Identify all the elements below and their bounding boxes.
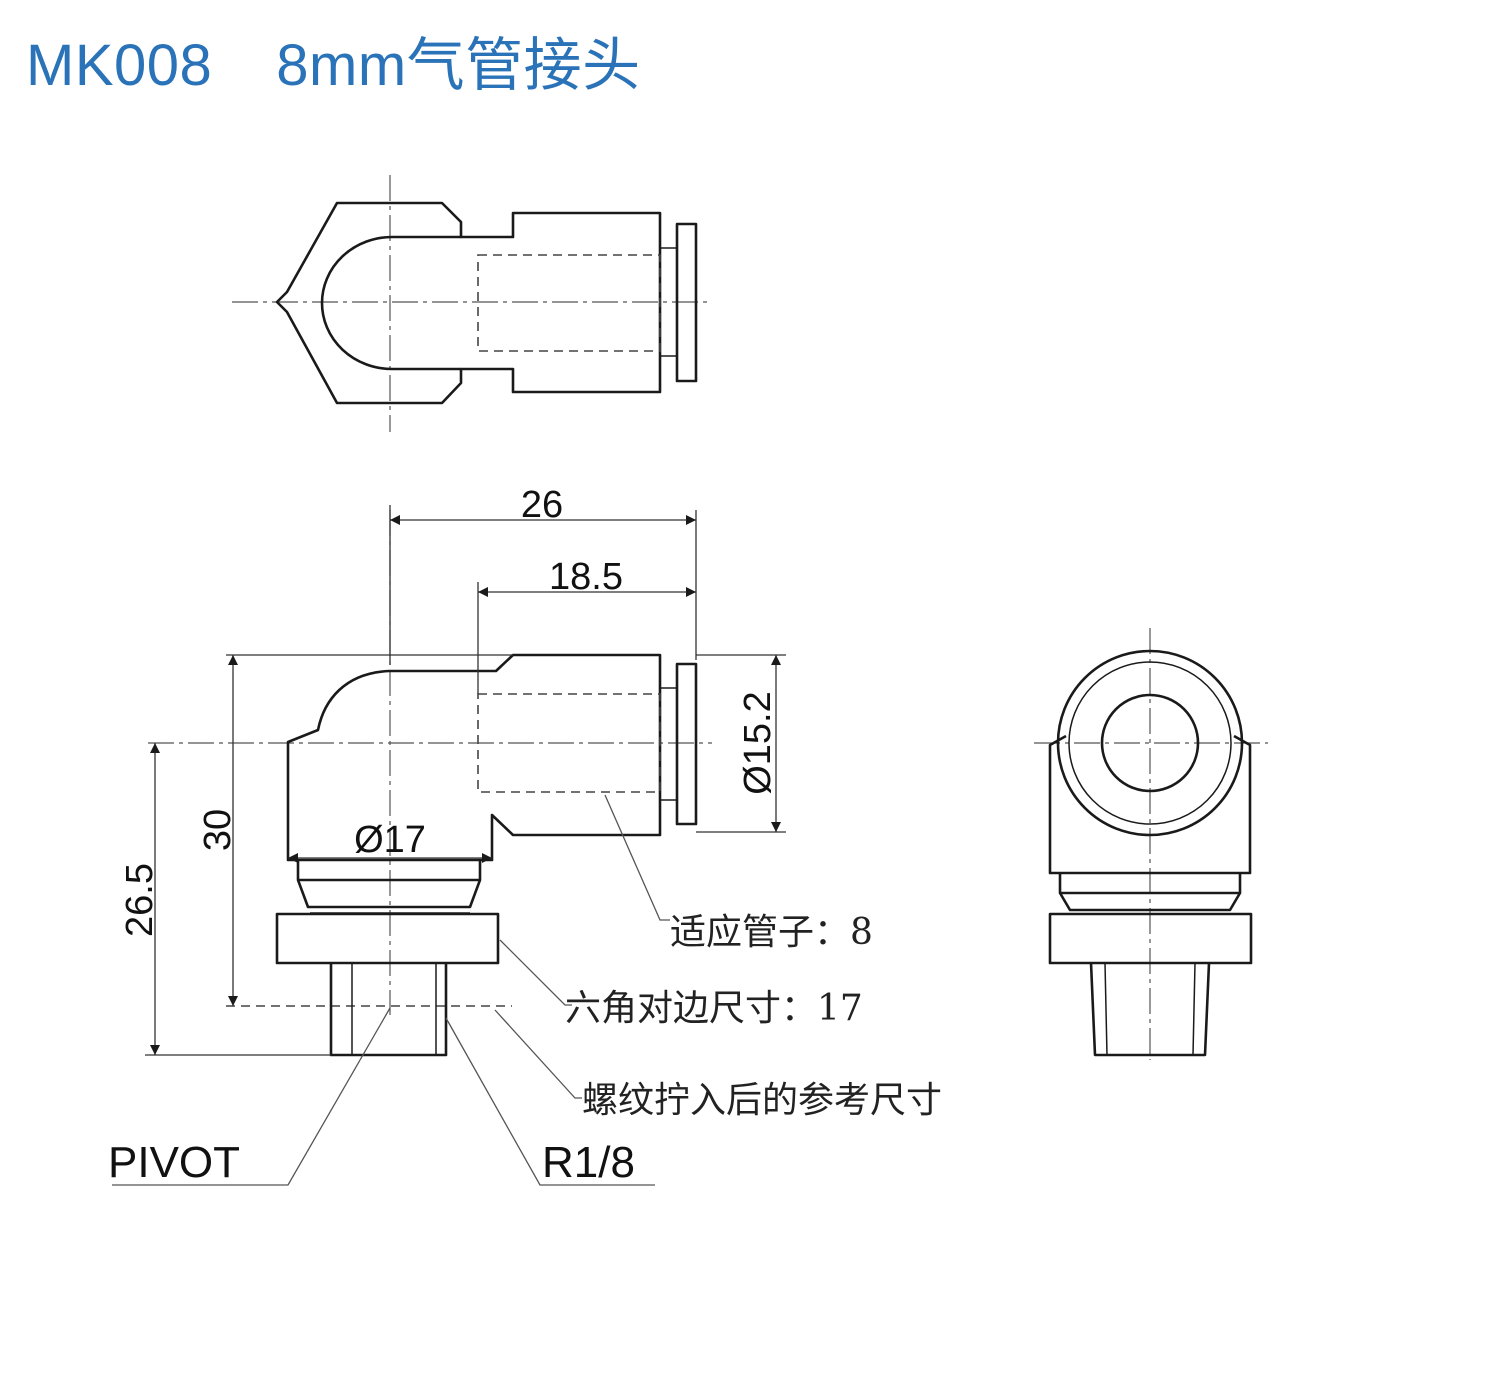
thread-reference-note: 螺纹拧入后的参考尺寸 bbox=[582, 1080, 942, 1121]
front-view-swivel-ring bbox=[296, 860, 482, 909]
side-view-thread-stem bbox=[1089, 962, 1211, 1057]
pivot-leader bbox=[112, 1007, 391, 1186]
hex-size-leader bbox=[499, 939, 572, 1006]
top-view-release-collar bbox=[675, 222, 698, 383]
side-view-tube-opening bbox=[1100, 693, 1200, 793]
dimension-overall-length: 26 bbox=[521, 484, 563, 526]
dimension-height: 30 bbox=[197, 809, 239, 851]
hex-size-note: 六角对边尺寸：17 bbox=[565, 988, 863, 1029]
dimension-tube-end-length: 18.5 bbox=[549, 556, 623, 598]
top-view-elbow-arc bbox=[320, 235, 461, 371]
side-view-thread-minor bbox=[1192, 962, 1196, 1056]
dimension-height-to-thread: 26.5 bbox=[119, 863, 161, 937]
side-view-swivel-ring bbox=[1058, 873, 1242, 912]
side-view-body-outline bbox=[1048, 734, 1252, 875]
front-view-hex-nut bbox=[275, 912, 500, 965]
tube-size-note: 适应管子：8 bbox=[670, 912, 873, 953]
thread-label: R1/8 bbox=[542, 1138, 635, 1187]
top-view-hex-body bbox=[275, 201, 662, 405]
thread-leader bbox=[445, 1017, 655, 1186]
side-view-hex-nut bbox=[1048, 912, 1253, 965]
side-view-collar-ring bbox=[1068, 661, 1232, 825]
thread-reference-leader bbox=[494, 1009, 582, 1099]
pivot-label: PIVOT bbox=[108, 1138, 240, 1187]
side-view bbox=[1034, 628, 1268, 1060]
model-number: MK008 bbox=[26, 33, 213, 98]
part-description: 8mm气管接头 bbox=[276, 33, 641, 98]
front-view-tube-bore-hidden bbox=[477, 693, 661, 793]
front-view-release-collar bbox=[675, 662, 698, 826]
drawing-title: MK008 8mm气管接头 bbox=[26, 18, 641, 102]
tube-size-leader bbox=[604, 794, 670, 921]
front-view-thread-stem bbox=[329, 963, 448, 1057]
dimension-collet-diameter: Ø15.2 bbox=[737, 691, 779, 795]
top-view bbox=[232, 175, 712, 432]
dimension-body-diameter: Ø17 bbox=[354, 819, 426, 861]
top-view-tube-bore-hidden bbox=[477, 254, 661, 352]
front-view-elbow-body bbox=[286, 653, 662, 862]
front-view: 26 18.5 Ø15.2 30 Ø17 26.5 PIVOT R1/8 适应管… bbox=[108, 484, 942, 1187]
side-view-outer-collar bbox=[1056, 649, 1244, 837]
side-view-thread-minor bbox=[1104, 962, 1108, 1056]
